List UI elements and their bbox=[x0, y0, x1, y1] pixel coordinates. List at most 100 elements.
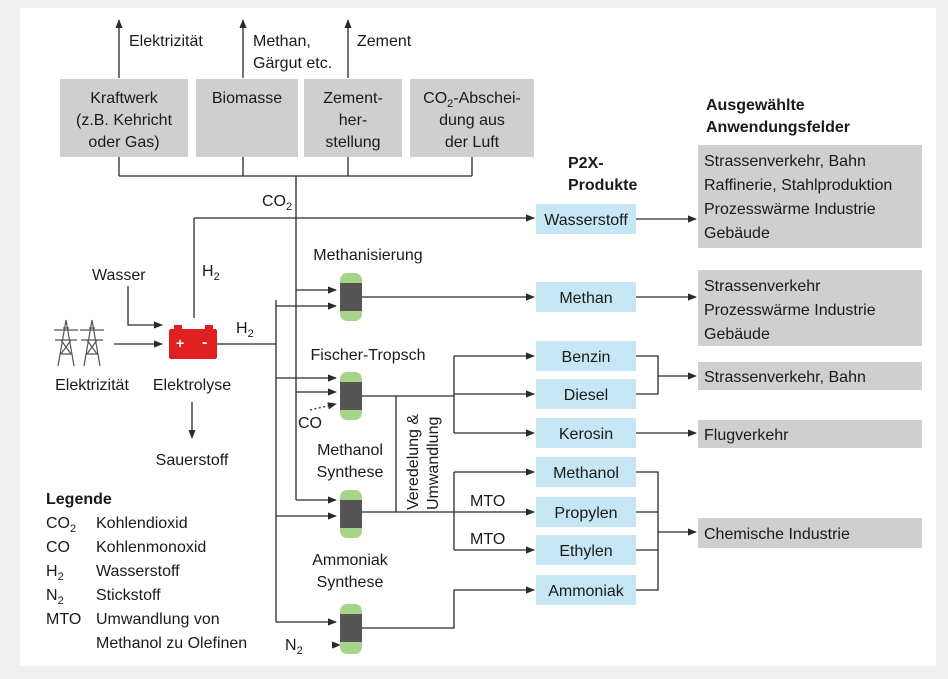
product-boxes: Wasserstoff Methan Benzin Diesel Kerosin… bbox=[536, 204, 636, 605]
source-kraftwerk-line1: Kraftwerk bbox=[90, 90, 159, 107]
mto-label-1: MTO bbox=[470, 493, 505, 510]
app-kerosin-box bbox=[698, 420, 922, 448]
app-wasserstoff-line3: Prozesswärme Industrie bbox=[704, 201, 876, 218]
legend-abbr-n2: N2 bbox=[46, 587, 64, 607]
product-ethylen: Ethylen bbox=[559, 543, 612, 560]
product-kerosin: Kerosin bbox=[559, 426, 613, 443]
legend-desc-mto: Umwandlung von bbox=[96, 611, 220, 628]
legend-abbr-co2: CO2 bbox=[46, 515, 76, 535]
source-biomasse-label: Biomasse bbox=[212, 90, 282, 107]
legend-desc-mto-cont: Methanol zu Olefinen bbox=[96, 635, 247, 652]
process-methanol-line1: Methanol bbox=[317, 442, 383, 459]
process-ammoniak-line1: Ammoniak bbox=[312, 552, 389, 569]
reactor-fischer-tropsch bbox=[340, 372, 362, 420]
product-methanol: Methanol bbox=[553, 465, 619, 482]
product-propylen-box bbox=[536, 497, 636, 527]
legend-desc-co2: Kohlendioxid bbox=[96, 515, 188, 532]
product-diesel: Diesel bbox=[564, 387, 608, 404]
output-methan-line2: Gärgut etc. bbox=[253, 55, 332, 72]
product-ammoniak: Ammoniak bbox=[548, 583, 625, 600]
input-wasser: Wasser bbox=[92, 267, 146, 284]
source-co2-line3: der Luft bbox=[445, 134, 500, 151]
app-wasserstoff-box bbox=[698, 145, 922, 248]
applications-header-line1: Ausgewählte bbox=[706, 97, 805, 114]
source-kraftwerk-line3: oder Gas) bbox=[88, 134, 159, 151]
source-co2-line1: CO2-Abschei- bbox=[423, 90, 521, 110]
source-co2-abscheidung-box bbox=[410, 79, 534, 157]
p2x-header-line1: P2X- bbox=[568, 155, 604, 172]
product-ethylen-box bbox=[536, 535, 636, 565]
top-outputs: Elektrizität Methan, Gärgut etc. Zement bbox=[115, 19, 412, 78]
power-pylon-icon bbox=[54, 319, 104, 367]
app-methan-line2: Prozesswärme Industrie bbox=[704, 302, 876, 319]
input-elektrizitaet: Elektrizität bbox=[55, 377, 129, 394]
product-diesel-box bbox=[536, 379, 636, 409]
legend-abbr-co: CO bbox=[46, 539, 70, 556]
reactor-methanol bbox=[340, 490, 362, 538]
svg-text:-: - bbox=[202, 334, 207, 351]
electrolyser-icon: + - bbox=[169, 325, 217, 359]
veredelung-line2: Umwandlung bbox=[425, 417, 442, 510]
app-kerosin: Flugverkehr bbox=[704, 427, 789, 444]
product-kerosin-box bbox=[536, 418, 636, 448]
output-methan-line1: Methan, bbox=[253, 33, 311, 50]
output-sauerstoff: Sauerstoff bbox=[156, 452, 229, 469]
app-wasserstoff-line2: Raffinerie, Stahlproduktion bbox=[704, 177, 892, 194]
legend-abbr-mto: MTO bbox=[46, 611, 81, 628]
legend-desc-co: Kohlenmonoxid bbox=[96, 539, 206, 556]
app-methan-line3: Gebäude bbox=[704, 326, 770, 343]
source-zement-line3: stellung bbox=[325, 134, 380, 151]
app-chemie: Chemische Industrie bbox=[704, 526, 850, 543]
product-methan-box bbox=[536, 282, 636, 312]
application-boxes: Strassenverkehr, Bahn Raffinerie, Stahlp… bbox=[698, 145, 922, 548]
app-chemie-box bbox=[698, 518, 922, 548]
source-zement-box bbox=[304, 79, 402, 157]
h2-label: H2 bbox=[236, 320, 254, 340]
source-zement-line1: Zement- bbox=[323, 90, 383, 107]
app-methan-line1: Strassenverkehr bbox=[704, 278, 821, 295]
product-propylen: Propylen bbox=[554, 505, 617, 522]
source-co2-line2: dung aus bbox=[439, 112, 505, 129]
app-treibstoff: Strassenverkehr, Bahn bbox=[704, 369, 866, 386]
app-treibstoff-box bbox=[698, 362, 922, 390]
source-zement-line2: her- bbox=[339, 112, 367, 129]
legend-desc-h2: Wasserstoff bbox=[96, 563, 180, 580]
source-boxes: Kraftwerk (z.B. Kehricht oder Gas) Bioma… bbox=[60, 79, 534, 157]
process-methanisierung: Methanisierung bbox=[313, 247, 422, 264]
product-benzin-box bbox=[536, 341, 636, 371]
product-benzin: Benzin bbox=[562, 349, 611, 366]
co2-network: CO2 H2 bbox=[118, 157, 535, 500]
source-kraftwerk-line2: (z.B. Kehricht bbox=[76, 112, 173, 129]
p2x-header-line2: Produkte bbox=[568, 177, 637, 194]
legend-desc-n2: Stickstoff bbox=[96, 587, 161, 604]
n2-label: N2 bbox=[285, 637, 303, 657]
source-kraftwerk-box bbox=[60, 79, 188, 157]
mto-label-2: MTO bbox=[470, 531, 505, 548]
output-elektrizitaet: Elektrizität bbox=[129, 33, 203, 50]
process-fischer-tropsch: Fischer-Tropsch bbox=[311, 347, 426, 364]
output-zement: Zement bbox=[357, 33, 412, 50]
product-methanol-box bbox=[536, 457, 636, 487]
product-ammoniak-box bbox=[536, 575, 636, 605]
reactor-feeds: CO N2 bbox=[276, 286, 341, 657]
reactor-outputs: MTO MTO bbox=[362, 293, 535, 629]
veredelung-line1: Veredelung & bbox=[405, 414, 422, 510]
elektrolyse-label: Elektrolyse bbox=[153, 377, 231, 394]
co2-label: CO2 bbox=[262, 193, 292, 213]
application-arrows bbox=[636, 215, 697, 591]
arrow-wasser bbox=[127, 286, 163, 329]
product-wasserstoff-box bbox=[536, 204, 636, 234]
process-methanol-line2: Synthese bbox=[317, 464, 384, 481]
legend: Legende CO2 Kohlendioxid CO Kohlenmonoxi… bbox=[46, 491, 247, 652]
product-methan: Methan bbox=[559, 290, 612, 307]
app-methan-box bbox=[698, 270, 922, 346]
app-wasserstoff-line1: Strassenverkehr, Bahn bbox=[704, 153, 866, 170]
product-wasserstoff: Wasserstoff bbox=[544, 212, 628, 229]
reactor-methanisierung bbox=[340, 273, 362, 321]
co-label: CO bbox=[298, 415, 322, 432]
reactor-ammoniak bbox=[340, 604, 362, 654]
process-ammoniak-line2: Synthese bbox=[317, 574, 384, 591]
source-biomasse-box bbox=[196, 79, 298, 157]
legend-title: Legende bbox=[46, 491, 112, 508]
